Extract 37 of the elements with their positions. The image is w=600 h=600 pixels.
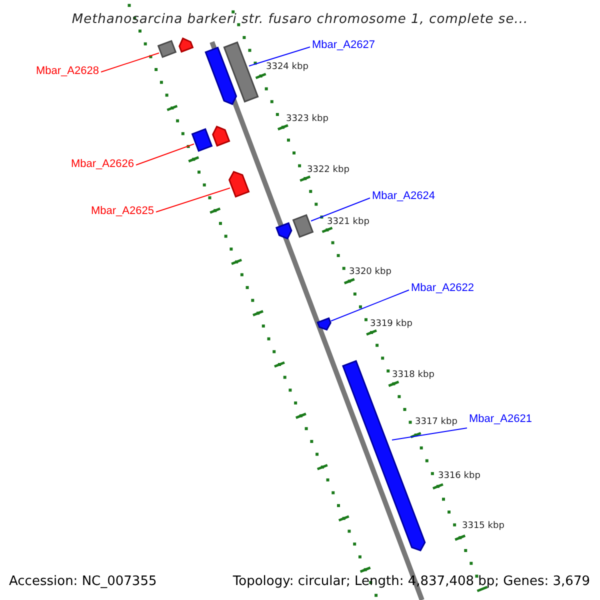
gene-label: Mbar_A2626 — [70, 158, 135, 171]
gene-box — [191, 128, 213, 152]
scale-label: 3319 kbp — [370, 319, 412, 330]
gene-label: Mbar_A2627 — [311, 39, 376, 52]
gene-label: Mbar_A2621 — [468, 413, 533, 426]
gene-label: Mbar_A2624 — [371, 190, 436, 203]
gene-block — [212, 126, 230, 147]
scale-label: 3315 kbp — [462, 521, 504, 532]
gene-block — [178, 37, 194, 53]
scale-label: 3323 kbp — [286, 114, 328, 125]
scale-label: 3317 kbp — [415, 417, 458, 428]
scale-label: 3322 kbp — [307, 165, 350, 176]
gene-box — [223, 41, 259, 103]
leader-line — [392, 428, 468, 440]
gene-box — [157, 40, 177, 58]
gene-block — [204, 46, 238, 106]
leader-line — [136, 144, 194, 166]
gene-box — [292, 214, 314, 238]
leader-line — [100, 52, 160, 72]
scale-label: 3321 kbp — [327, 217, 370, 228]
gene-label: Mbar_A2622 — [410, 282, 475, 295]
scale-label: 3316 kbp — [438, 471, 480, 482]
accession-text: Accession: NC_007355 — [9, 574, 157, 590]
leader-line — [310, 198, 370, 222]
leader-line — [248, 46, 310, 66]
scale-label: 3324 kbp — [266, 62, 308, 73]
gene-label: Mbar_A2625 — [90, 205, 155, 218]
gene-block — [316, 317, 332, 331]
scale-label: 3318 kbp — [392, 370, 434, 381]
gene-block — [275, 222, 292, 240]
scale-label: 3320 kbp — [349, 267, 392, 278]
gene-label: Mbar_A2628 — [35, 65, 100, 78]
leader-line — [330, 290, 410, 322]
leader-line — [156, 188, 230, 212]
genome-info-text: Topology: circular; Length: 4,837,408 bp; Genes: 3,679 — [232, 574, 590, 590]
chart-title: Methanosarcina barkeri str. fusaro chromosome 1, complete se... — [70, 11, 530, 29]
gene-block — [228, 170, 250, 198]
